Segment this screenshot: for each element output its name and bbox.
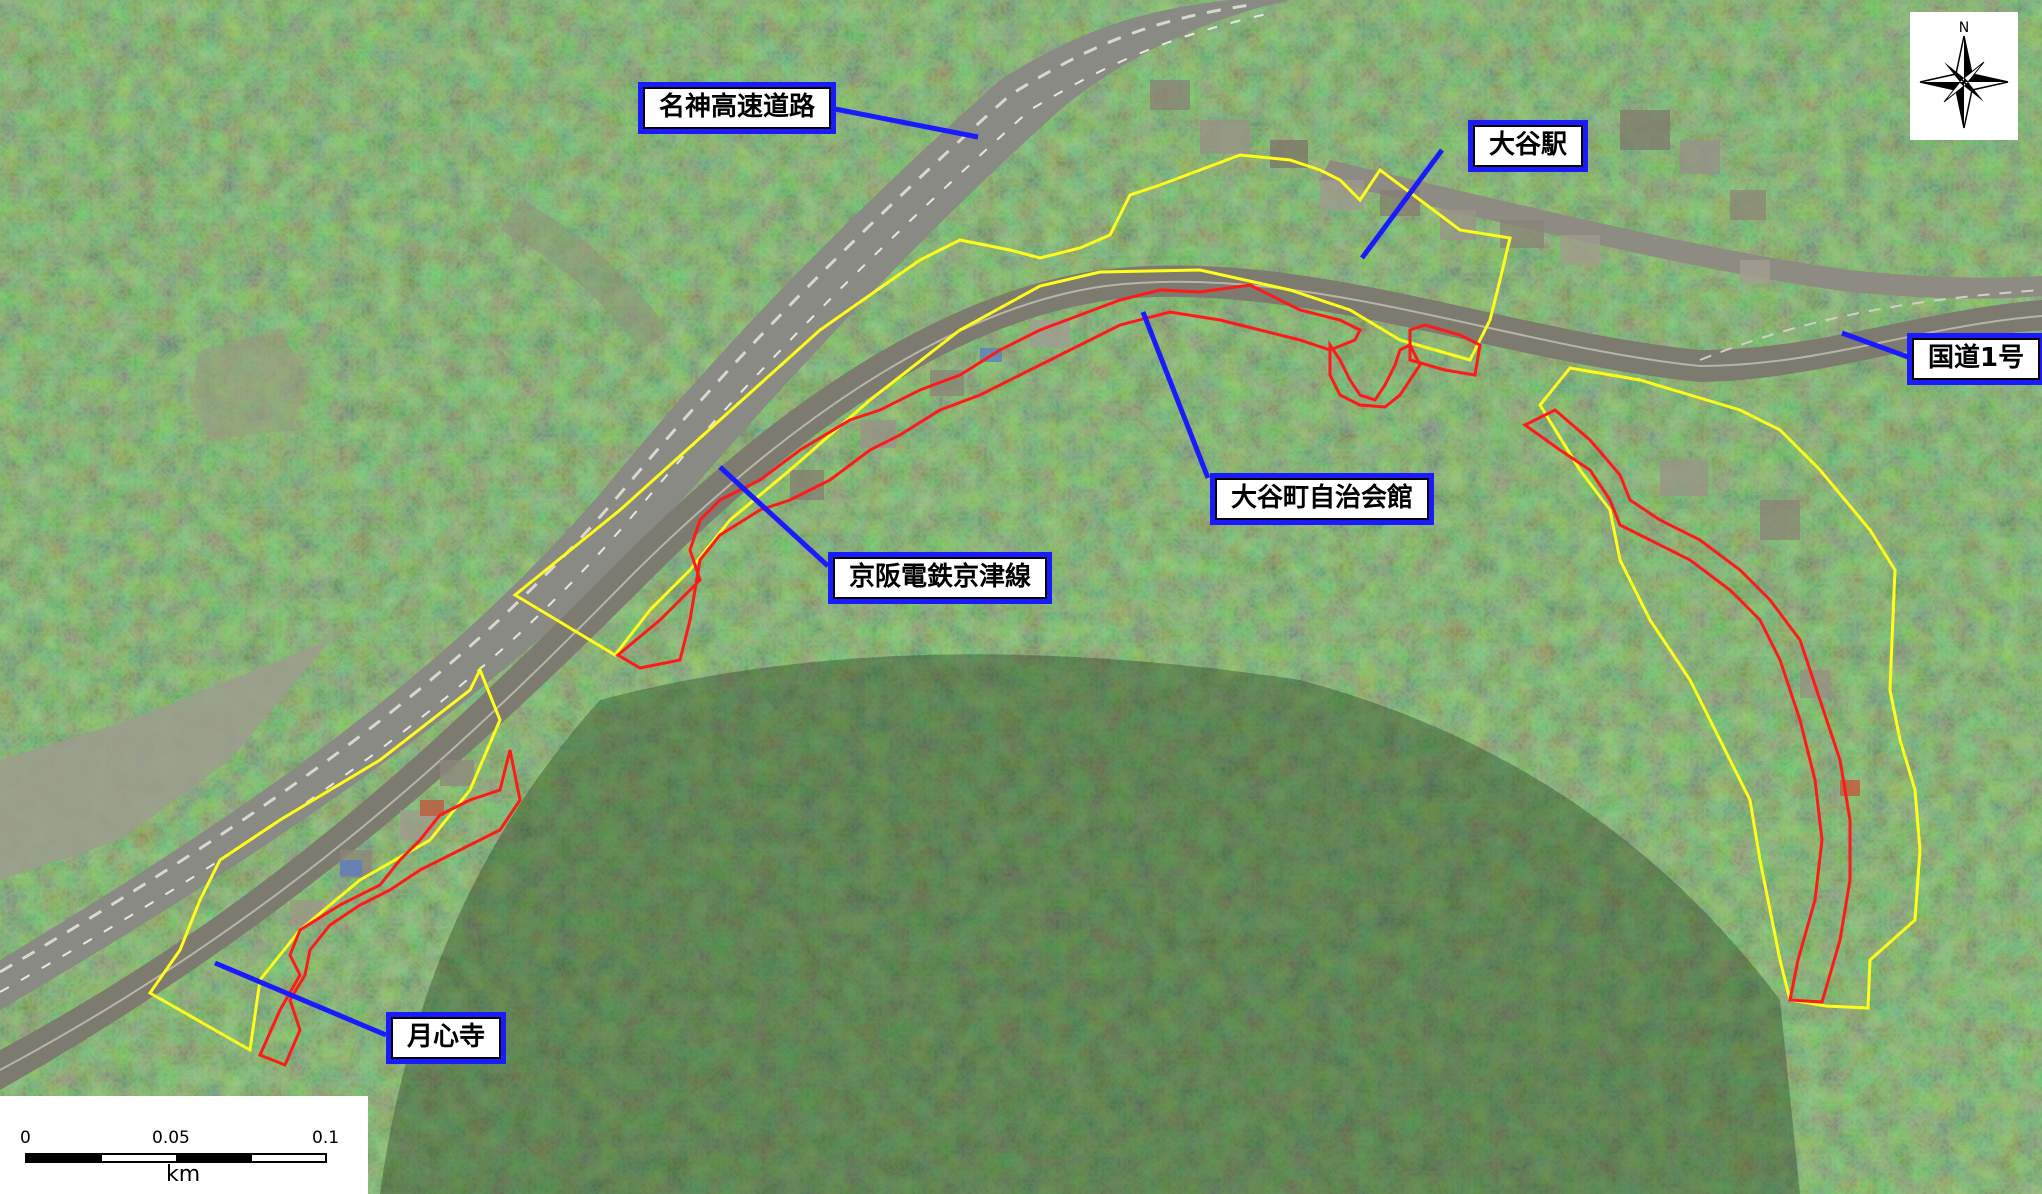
leader-meishin (829, 105, 979, 140)
leader-gesshinji (214, 960, 387, 1038)
label-keihan-railway: 京阪電鉄京津線 (828, 552, 1053, 604)
north-arrow: N (1910, 12, 2018, 140)
scale-tick-01: 0.1 (312, 1128, 340, 1148)
label-otani-hall: 大谷町自治会館 (1210, 473, 1435, 525)
leader-hall (1140, 311, 1211, 479)
red-boundary-southwest (257, 749, 522, 1067)
yellow-boundary-east (1538, 366, 1922, 1010)
yellow-boundary-main (512, 153, 1512, 657)
scale-tick-0: 0 (20, 1128, 31, 1148)
label-meishin-expressway: 名神高速道路 (638, 82, 837, 134)
red-boundary-east (1522, 408, 1852, 1004)
keihan-railway (0, 265, 2042, 1091)
compass-north-letter: N (1959, 20, 1969, 36)
clearing (190, 330, 310, 440)
scale-unit: km (166, 1162, 201, 1187)
label-route1: 国道1号 (1907, 333, 2042, 385)
label-otani-station: 大谷駅 (1468, 120, 1589, 172)
label-gesshinji: 月心寺 (386, 1012, 507, 1064)
leader-route1 (1841, 330, 1909, 360)
red-boundary-hall-notch (1328, 340, 1422, 409)
red-boundary-main (615, 283, 1363, 670)
scale-tick-005: 0.05 (152, 1128, 190, 1148)
scale-bar-graphic (25, 1153, 327, 1163)
route1-road (1320, 160, 2042, 299)
compass-rose-icon: N (1919, 20, 2009, 129)
settlement (290, 80, 1830, 926)
leader-keihan (718, 465, 830, 568)
scale-bar: 0 0.05 0.1 km (0, 1096, 368, 1194)
leader-otani-station (1359, 148, 1445, 260)
red-boundary-station (1408, 323, 1482, 377)
meishin-expressway (0, 0, 1290, 1010)
terraced-slope (0, 640, 330, 880)
yellow-boundary-southwest (147, 666, 502, 1053)
